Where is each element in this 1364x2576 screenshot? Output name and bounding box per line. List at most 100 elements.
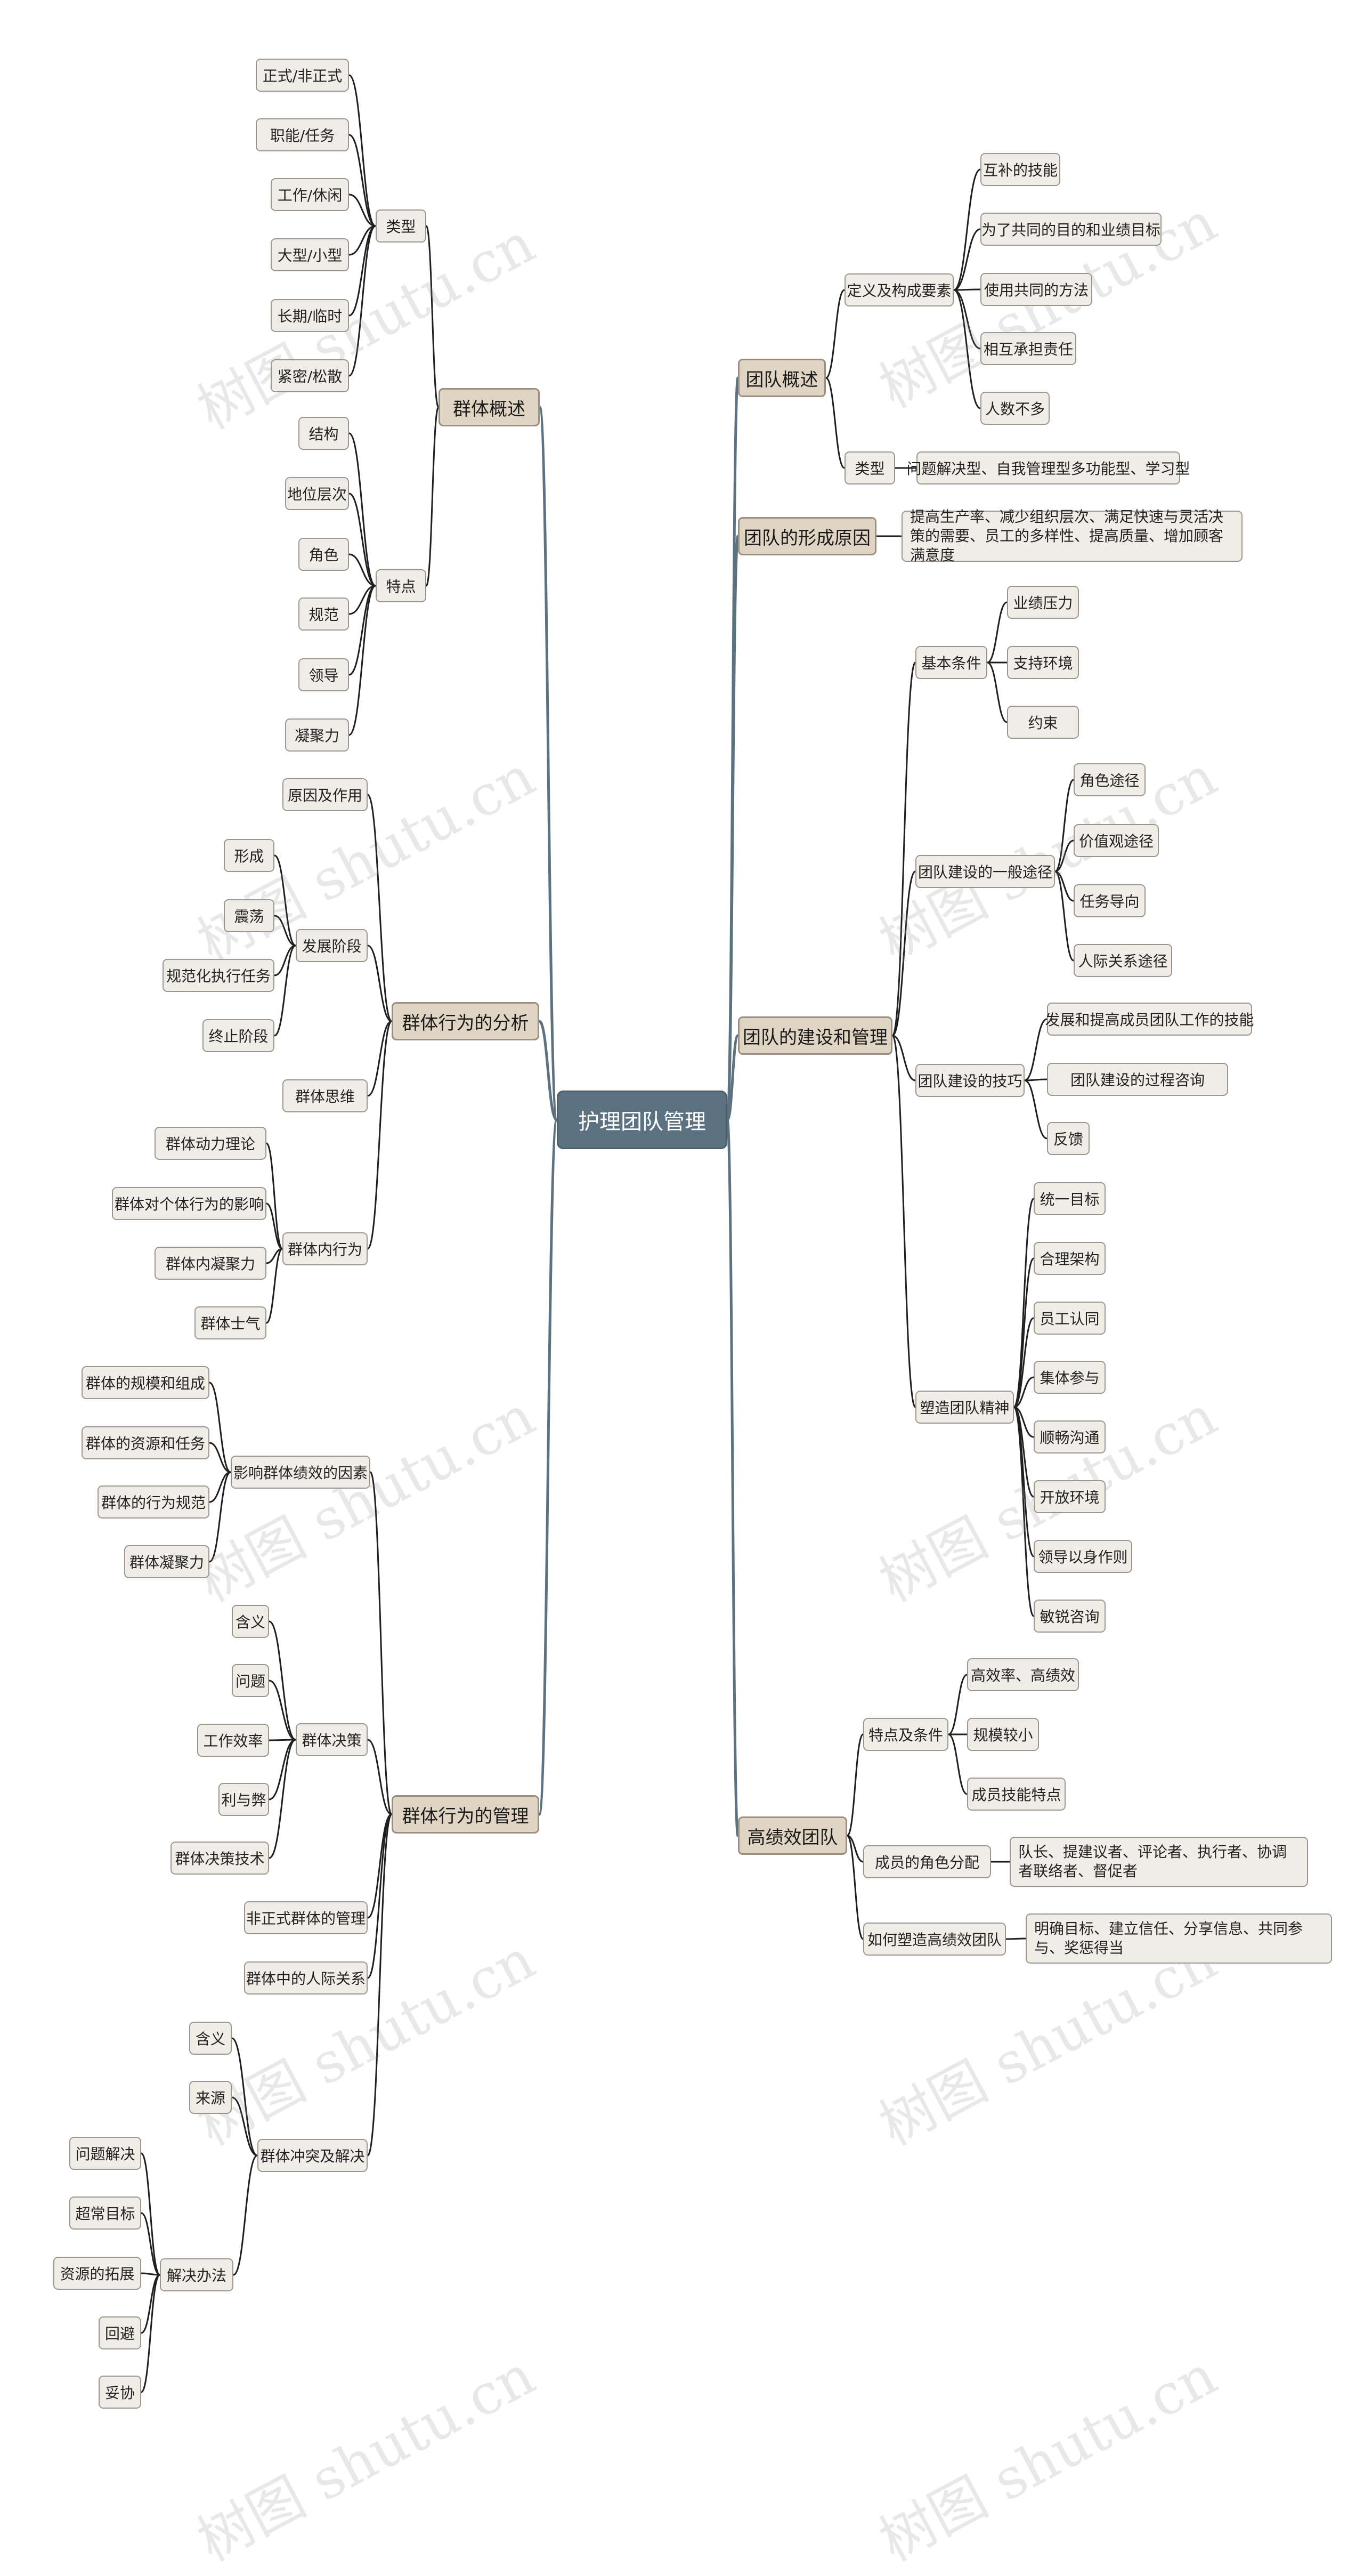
leaf-item[interactable]: 问题解决型、自我管理型多功能型、学习型: [907, 451, 1190, 484]
leaf-item[interactable]: 问题: [232, 1664, 269, 1697]
sub-solutions[interactable]: 解决办法: [160, 2258, 233, 2291]
leaf-item[interactable]: 统一目标: [1034, 1182, 1106, 1215]
leaf-item[interactable]: 规范: [298, 597, 349, 631]
leaf-item[interactable]: 高效率、高绩效: [967, 1658, 1079, 1691]
leaf-how-to[interactable]: 明确目标、建立信任、分享信息、共同参与、奖惩得当: [1026, 1913, 1332, 1964]
sub-role-allocation[interactable]: 成员的角色分配: [863, 1845, 991, 1878]
sub-perf-factors[interactable]: 影响群体绩效的因素: [231, 1456, 370, 1489]
leaf-item[interactable]: 形成: [224, 839, 274, 872]
leaf-item[interactable]: 正式/非正式: [256, 59, 349, 92]
leaf-item[interactable]: 群体对个体行为的影响: [112, 1187, 266, 1220]
sub-characteristics[interactable]: 特点及条件: [863, 1718, 948, 1751]
leaf-item[interactable]: 反馈: [1047, 1122, 1090, 1155]
sub-informal[interactable]: 非正式群体的管理: [244, 1901, 368, 1934]
leaf-item[interactable]: 长期/临时: [271, 299, 349, 332]
sub-building-skills[interactable]: 团队建设的技巧: [915, 1064, 1025, 1097]
leaf-item[interactable]: 价值观途径: [1074, 824, 1159, 857]
leaf-item[interactable]: 发展和提高成员团队工作的技能: [1045, 1003, 1254, 1036]
leaf-item[interactable]: 工作/休闲: [271, 178, 349, 211]
sub-definition[interactable]: 定义及构成要素: [845, 273, 954, 306]
leaf-item[interactable]: 相互承担责任: [980, 332, 1076, 365]
leaf-item[interactable]: 约束: [1007, 706, 1079, 739]
leaf-item[interactable]: 群体凝聚力: [124, 1545, 209, 1578]
branch-team-overview[interactable]: 团队概述: [738, 359, 826, 397]
sub-general-approach[interactable]: 团队建设的一般途径: [915, 855, 1055, 888]
leaf-item[interactable]: 含义: [232, 1605, 269, 1638]
leaf-item[interactable]: 紧密/松散: [271, 359, 349, 392]
leaf-item[interactable]: 顺畅沟通: [1034, 1420, 1106, 1453]
branch-team-formation[interactable]: 团队的形成原因: [738, 517, 876, 555]
branch-behavior-mgmt[interactable]: 群体行为的管理: [392, 1795, 539, 1834]
sub-cause[interactable]: 原因及作用: [282, 778, 368, 811]
leaf-item[interactable]: 角色: [298, 538, 349, 571]
connector: [892, 1035, 916, 1081]
branch-high-performance[interactable]: 高绩效团队: [738, 1816, 847, 1855]
leaf-item[interactable]: 超常目标: [69, 2197, 141, 2230]
leaf-item[interactable]: 互补的技能: [980, 153, 1060, 186]
sub-how-to-build[interactable]: 如何塑造高绩效团队: [863, 1923, 1006, 1956]
branch-group-overview[interactable]: 群体概述: [439, 388, 540, 426]
root-node[interactable]: 护理团队管理: [557, 1091, 727, 1149]
leaf-item[interactable]: 规模较小: [967, 1718, 1039, 1751]
leaf-item[interactable]: 职能/任务: [256, 118, 349, 151]
connector: [274, 854, 296, 947]
branch-team-building[interactable]: 团队的建设和管理: [738, 1016, 892, 1055]
leaf-item[interactable]: 问题解决: [69, 2137, 141, 2170]
connector: [538, 406, 558, 1121]
leaf-item[interactable]: 大型/小型: [271, 238, 349, 271]
leaf-roles[interactable]: 队长、提建议者、评论者、执行者、协调者联络者、督促者: [1010, 1837, 1308, 1887]
leaf-item[interactable]: 群体的行为规范: [98, 1485, 209, 1519]
leaf-item[interactable]: 规范化执行任务: [163, 959, 274, 992]
leaf-item[interactable]: 群体决策技术: [170, 1842, 269, 1875]
sub-decision[interactable]: 群体决策: [296, 1723, 368, 1756]
leaf-item[interactable]: 业绩压力: [1007, 586, 1079, 619]
sub-relations[interactable]: 群体中的人际关系: [244, 1961, 368, 1994]
leaf-item[interactable]: 开放环境: [1034, 1480, 1106, 1513]
sub-feature[interactable]: 特点: [376, 569, 426, 602]
sub-team-spirit[interactable]: 塑造团队精神: [915, 1391, 1014, 1424]
leaf-item[interactable]: 合理架构: [1034, 1242, 1106, 1275]
leaf-item[interactable]: 资源的拓展: [53, 2257, 141, 2290]
leaf-item[interactable]: 为了共同的目的和业绩目标: [980, 213, 1162, 246]
leaf-formation-reasons[interactable]: 提高生产率、减少组织层次、满足快速与灵活决策的需要、员工的多样性、提高质量、增加…: [902, 508, 1243, 564]
connector: [231, 2037, 258, 2157]
leaf-item[interactable]: 震荡: [224, 899, 274, 932]
leaf-item[interactable]: 工作效率: [197, 1724, 269, 1757]
sub-basic-conditions[interactable]: 基本条件: [915, 646, 987, 679]
branch-behavior-analysis[interactable]: 群体行为的分析: [392, 1002, 539, 1040]
leaf-item[interactable]: 群体内凝聚力: [155, 1247, 266, 1280]
leaf-item[interactable]: 群体的规模和组成: [82, 1366, 209, 1399]
sub-team-type[interactable]: 类型: [845, 451, 895, 484]
leaf-item[interactable]: 结构: [298, 417, 349, 450]
leaf-item[interactable]: 人数不多: [980, 392, 1050, 425]
leaf-item[interactable]: 回避: [99, 2316, 141, 2349]
leaf-item[interactable]: 群体士气: [194, 1306, 266, 1339]
leaf-item[interactable]: 领导以身作则: [1034, 1540, 1132, 1573]
leaf-item[interactable]: 团队建设的过程咨询: [1047, 1063, 1228, 1096]
sub-type[interactable]: 类型: [376, 209, 426, 243]
leaf-item[interactable]: 终止阶段: [202, 1019, 274, 1052]
leaf-meaning[interactable]: 含义: [189, 2022, 232, 2055]
leaf-item[interactable]: 妥协: [99, 2376, 141, 2409]
sub-groupthink[interactable]: 群体思维: [282, 1079, 368, 1112]
leaf-item[interactable]: 任务导向: [1074, 884, 1146, 917]
connector: [891, 870, 916, 1037]
leaf-item[interactable]: 群体的资源和任务: [82, 1426, 209, 1459]
leaf-item[interactable]: 领导: [298, 658, 349, 691]
leaf-item[interactable]: 人际关系途径: [1074, 944, 1172, 977]
leaf-item[interactable]: 利与弊: [218, 1783, 269, 1816]
sub-conflict[interactable]: 群体冲突及解决: [257, 2139, 368, 2172]
leaf-item[interactable]: 使用共同的方法: [980, 273, 1092, 306]
leaf-item[interactable]: 角色途径: [1074, 763, 1146, 796]
leaf-item[interactable]: 集体参与: [1034, 1361, 1106, 1394]
leaf-source[interactable]: 来源: [189, 2081, 232, 2114]
leaf-item[interactable]: 凝聚力: [285, 718, 349, 752]
sub-stage[interactable]: 发展阶段: [296, 929, 368, 962]
leaf-item[interactable]: 支持环境: [1007, 646, 1079, 679]
leaf-item[interactable]: 地位层次: [285, 477, 349, 510]
leaf-item[interactable]: 成员技能特点: [967, 1778, 1066, 1811]
leaf-item[interactable]: 员工认同: [1034, 1302, 1106, 1335]
leaf-item[interactable]: 群体动力理论: [155, 1127, 266, 1160]
leaf-item[interactable]: 敏锐咨询: [1034, 1600, 1106, 1633]
sub-inner[interactable]: 群体内行为: [282, 1232, 368, 1265]
